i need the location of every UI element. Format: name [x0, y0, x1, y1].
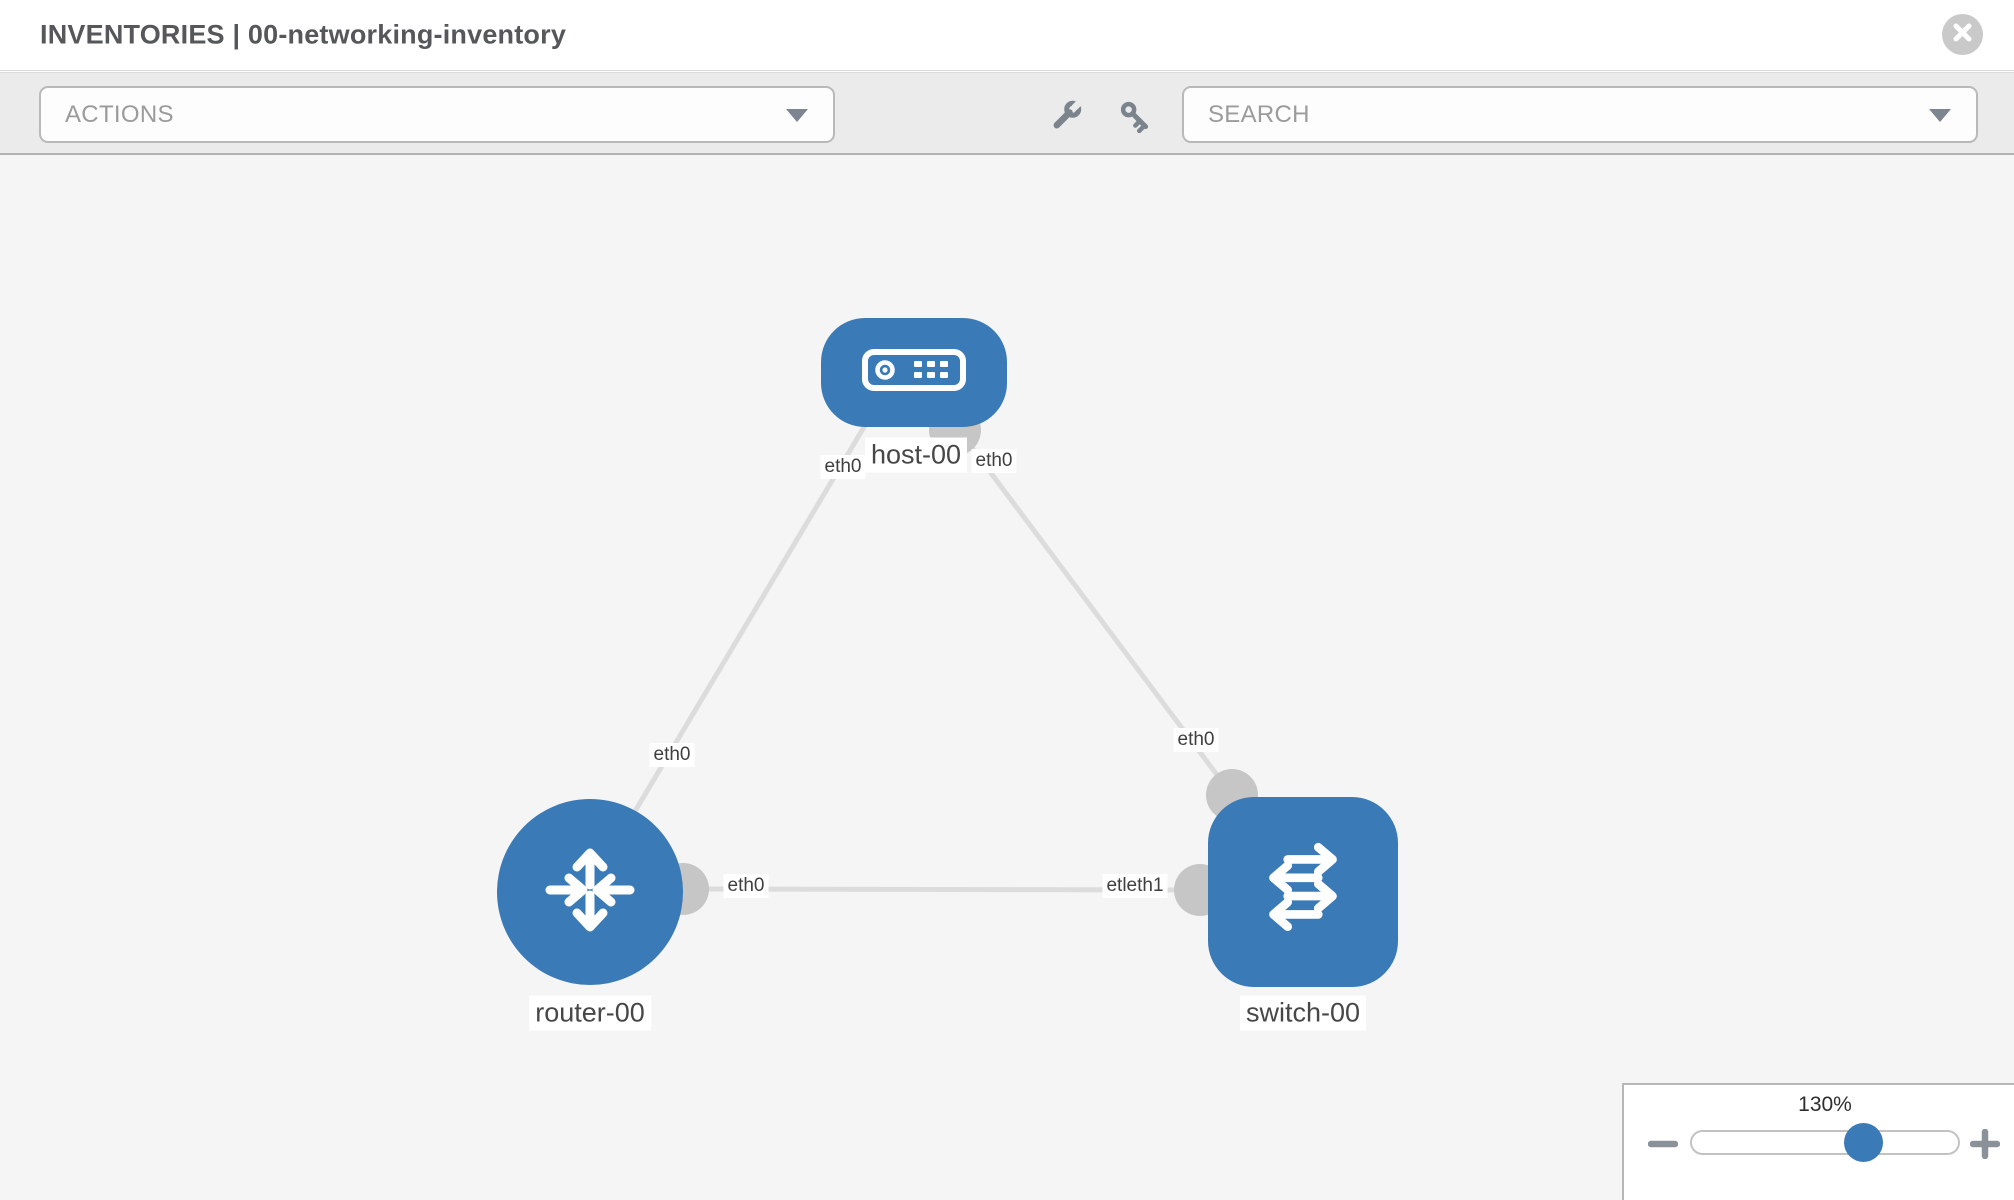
header-bar: INVENTORIES | 00-networking-inventory — [0, 0, 2014, 71]
zoom-slider-track[interactable] — [1690, 1130, 1960, 1155]
node-label-host: host-00 — [864, 437, 968, 473]
node-router-00[interactable] — [497, 799, 683, 985]
router-icon — [538, 838, 642, 947]
links-layer — [625, 411, 1235, 893]
caret-down-icon — [1929, 108, 1951, 122]
search-placeholder: SEARCH — [1208, 100, 1310, 128]
zoom-out-button[interactable] — [1647, 1129, 1679, 1159]
switch-icon — [1247, 834, 1359, 951]
topology-canvas[interactable]: host-00 router-00 switch-00 eth0 eth0 et… — [0, 155, 2014, 1200]
page-title: INVENTORIES | 00-networking-inventory — [40, 19, 567, 50]
node-switch-00[interactable] — [1208, 797, 1398, 987]
iface-label-host-to-switch: eth0 — [971, 449, 1017, 473]
node-host-00[interactable] — [821, 318, 1007, 427]
host-icon — [862, 349, 966, 396]
zoom-control-panel: 130% — [1622, 1083, 2014, 1200]
toolbar: ACTIONS — [0, 72, 2014, 155]
wrench-tool-button[interactable] — [1048, 98, 1084, 134]
actions-dropdown[interactable]: ACTIONS — [39, 86, 835, 143]
minus-icon — [1647, 1140, 1679, 1163]
close-button[interactable] — [1942, 14, 1983, 55]
iface-label-router-to-host: eth0 — [649, 743, 695, 767]
wrench-icon — [1048, 100, 1084, 138]
key-icon — [1117, 101, 1153, 138]
actions-dropdown-label: ACTIONS — [65, 100, 174, 128]
node-label-router: router-00 — [529, 995, 651, 1031]
node-label-switch: switch-00 — [1239, 995, 1367, 1031]
iface-label-switch-to-router: etleth1 — [1102, 874, 1168, 898]
plus-icon — [1969, 1128, 2001, 1163]
iface-label-host-to-router: eth0 — [820, 455, 866, 479]
zoom-slider-thumb[interactable] — [1844, 1123, 1883, 1162]
search-dropdown[interactable]: SEARCH — [1182, 86, 1978, 143]
zoom-percent-value: 130% — [1798, 1093, 1852, 1116]
iface-label-switch-to-host: eth0 — [1173, 728, 1219, 752]
caret-down-icon — [786, 108, 808, 122]
zoom-in-button[interactable] — [1969, 1128, 2001, 1160]
key-tool-button[interactable] — [1117, 98, 1153, 134]
iface-label-router-to-switch: eth0 — [723, 874, 769, 898]
close-icon — [1952, 22, 1973, 48]
